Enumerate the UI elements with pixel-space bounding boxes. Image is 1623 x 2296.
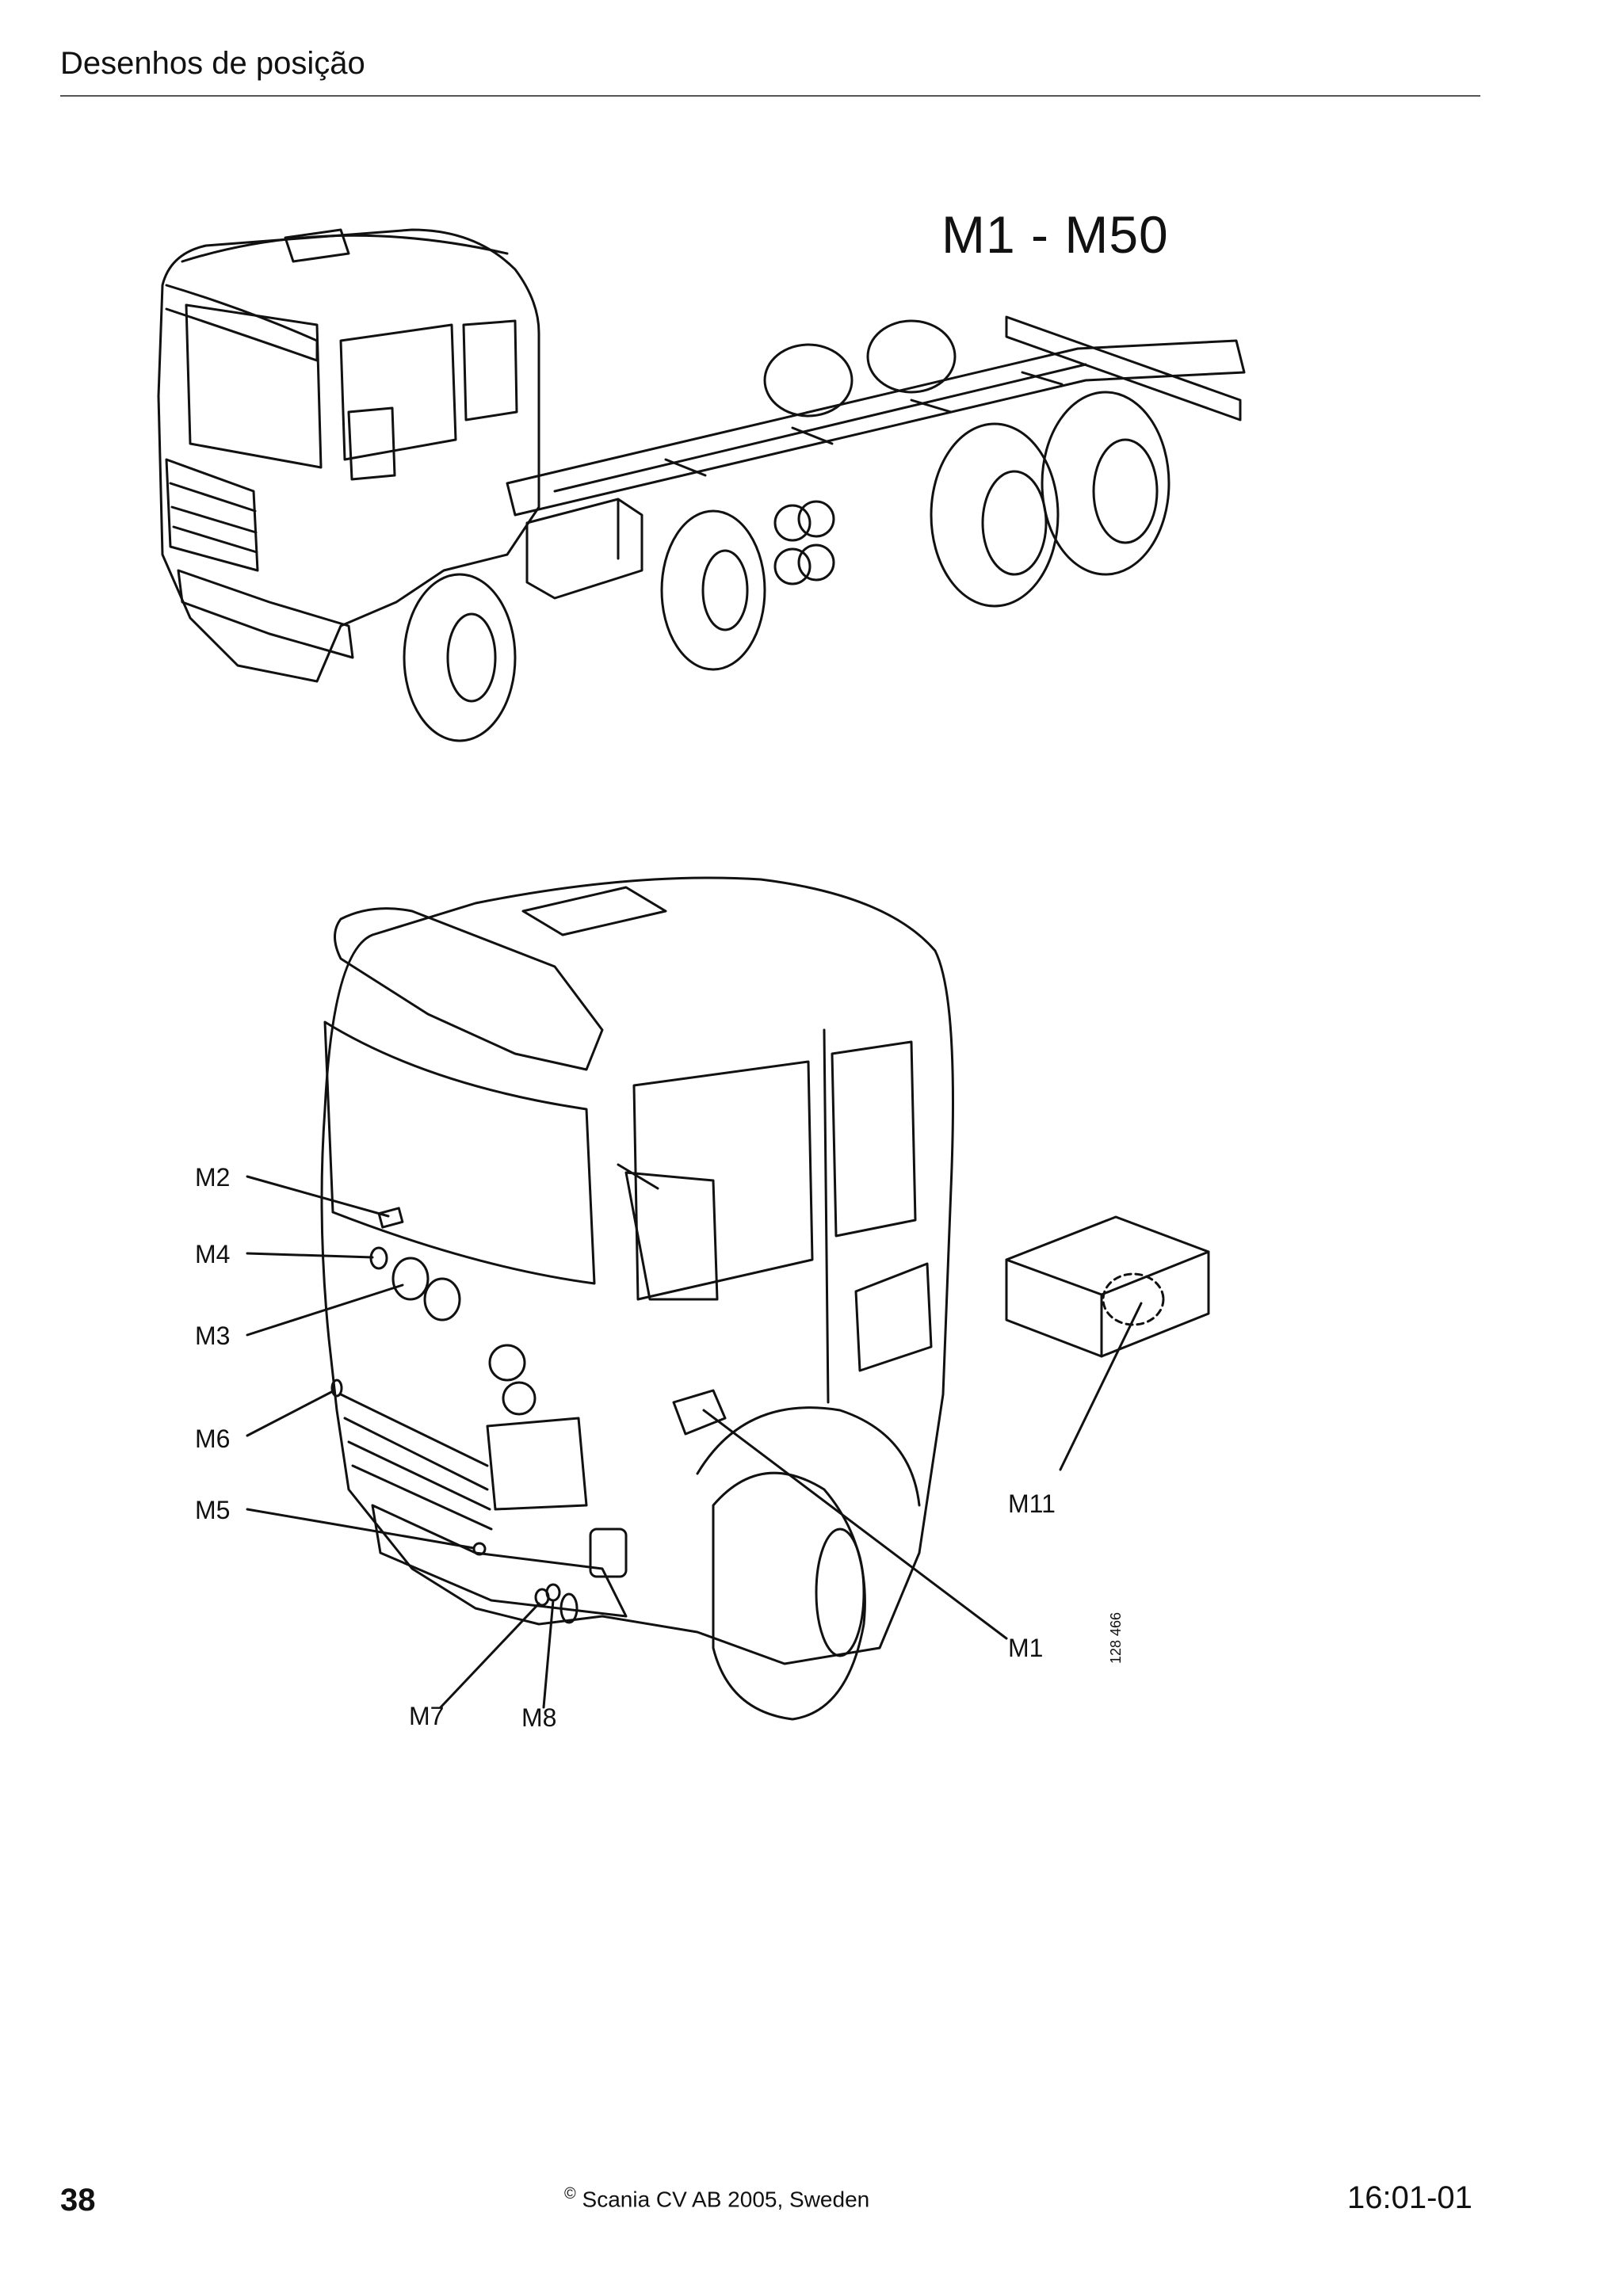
component-m1 bbox=[672, 1389, 727, 1436]
m11-hidden-component bbox=[1102, 1272, 1165, 1326]
component-m2 bbox=[377, 1207, 404, 1229]
callout-m4: M4 bbox=[195, 1240, 231, 1268]
figure-reference-number: 128 466 bbox=[1108, 1611, 1124, 1664]
component-m3 bbox=[391, 1257, 430, 1301]
callout-m1: M1 bbox=[1008, 1634, 1044, 1662]
callout-m2: M2 bbox=[195, 1163, 231, 1192]
detail-windshield bbox=[323, 1020, 596, 1285]
callout-m3: M3 bbox=[195, 1322, 231, 1350]
detail-roof-spoiler bbox=[334, 907, 604, 1071]
overview-mirror bbox=[347, 406, 396, 481]
header-rule bbox=[60, 95, 1480, 97]
overview-air-tank bbox=[773, 504, 812, 542]
callout-m7: M7 bbox=[409, 1702, 445, 1730]
callout-m8: M8 bbox=[521, 1703, 557, 1732]
copyright-symbol: © bbox=[564, 2185, 576, 2203]
date-code: 16:01-01 bbox=[1347, 2180, 1472, 2215]
page-header-title: Desenhos de posição bbox=[60, 46, 365, 81]
m11-box-drawing bbox=[1005, 1215, 1210, 1358]
detail-grille bbox=[339, 1393, 493, 1531]
overview-cab-outline bbox=[157, 228, 540, 683]
overview-cab-roof bbox=[181, 234, 509, 263]
overview-windshield bbox=[185, 303, 323, 469]
leader-lines bbox=[246, 1175, 1143, 1709]
detail-rear-window bbox=[831, 1040, 917, 1238]
overview-side-window bbox=[339, 323, 457, 461]
detail-bumper bbox=[371, 1504, 628, 1618]
overview-rear-crossbar bbox=[1005, 315, 1242, 421]
detail-headlamp-housing bbox=[486, 1417, 588, 1511]
overview-grille bbox=[165, 458, 259, 572]
overview-rear-wheel-2 bbox=[1041, 391, 1170, 576]
overview-roof-hatch bbox=[284, 228, 350, 263]
overview-rear-wheel-1 bbox=[930, 422, 1060, 608]
overview-sun-visor bbox=[165, 284, 319, 362]
overview-door-window bbox=[462, 319, 518, 421]
cab-detail-drawing bbox=[246, 876, 1210, 1721]
figure-title: M1 - M50 bbox=[941, 205, 1169, 264]
copyright: © Scania CV AB 2005, Sweden bbox=[564, 2185, 869, 2212]
overview-front-wheel bbox=[403, 573, 517, 742]
page-number: 38 bbox=[60, 2183, 96, 2218]
truck-overview-drawing bbox=[157, 228, 1246, 742]
callout-m11: M11 bbox=[1008, 1489, 1056, 1518]
detail-cab-outline bbox=[320, 876, 954, 1665]
detail-front-wheel bbox=[712, 1471, 866, 1721]
overview-mid-wheel bbox=[660, 509, 766, 671]
copyright-text: Scania CV AB 2005, Sweden bbox=[582, 2187, 870, 2212]
detail-fog-lamp bbox=[589, 1527, 628, 1578]
callout-m5: M5 bbox=[195, 1496, 231, 1524]
detail-side-window bbox=[632, 1060, 814, 1301]
detail-wheel-arch bbox=[696, 1406, 921, 1507]
overview-bumper bbox=[177, 569, 354, 659]
callout-m6: M6 bbox=[195, 1425, 231, 1453]
detail-side-vent bbox=[854, 1262, 933, 1372]
detail-roof-hatch bbox=[521, 886, 667, 936]
overview-chassis-frame bbox=[506, 339, 1246, 517]
component-m6 bbox=[330, 1379, 343, 1398]
detail-mirror bbox=[617, 1163, 719, 1301]
overview-fuel-tank bbox=[525, 498, 643, 600]
component-m8 bbox=[545, 1583, 561, 1602]
overview-far-wheel bbox=[763, 343, 854, 418]
